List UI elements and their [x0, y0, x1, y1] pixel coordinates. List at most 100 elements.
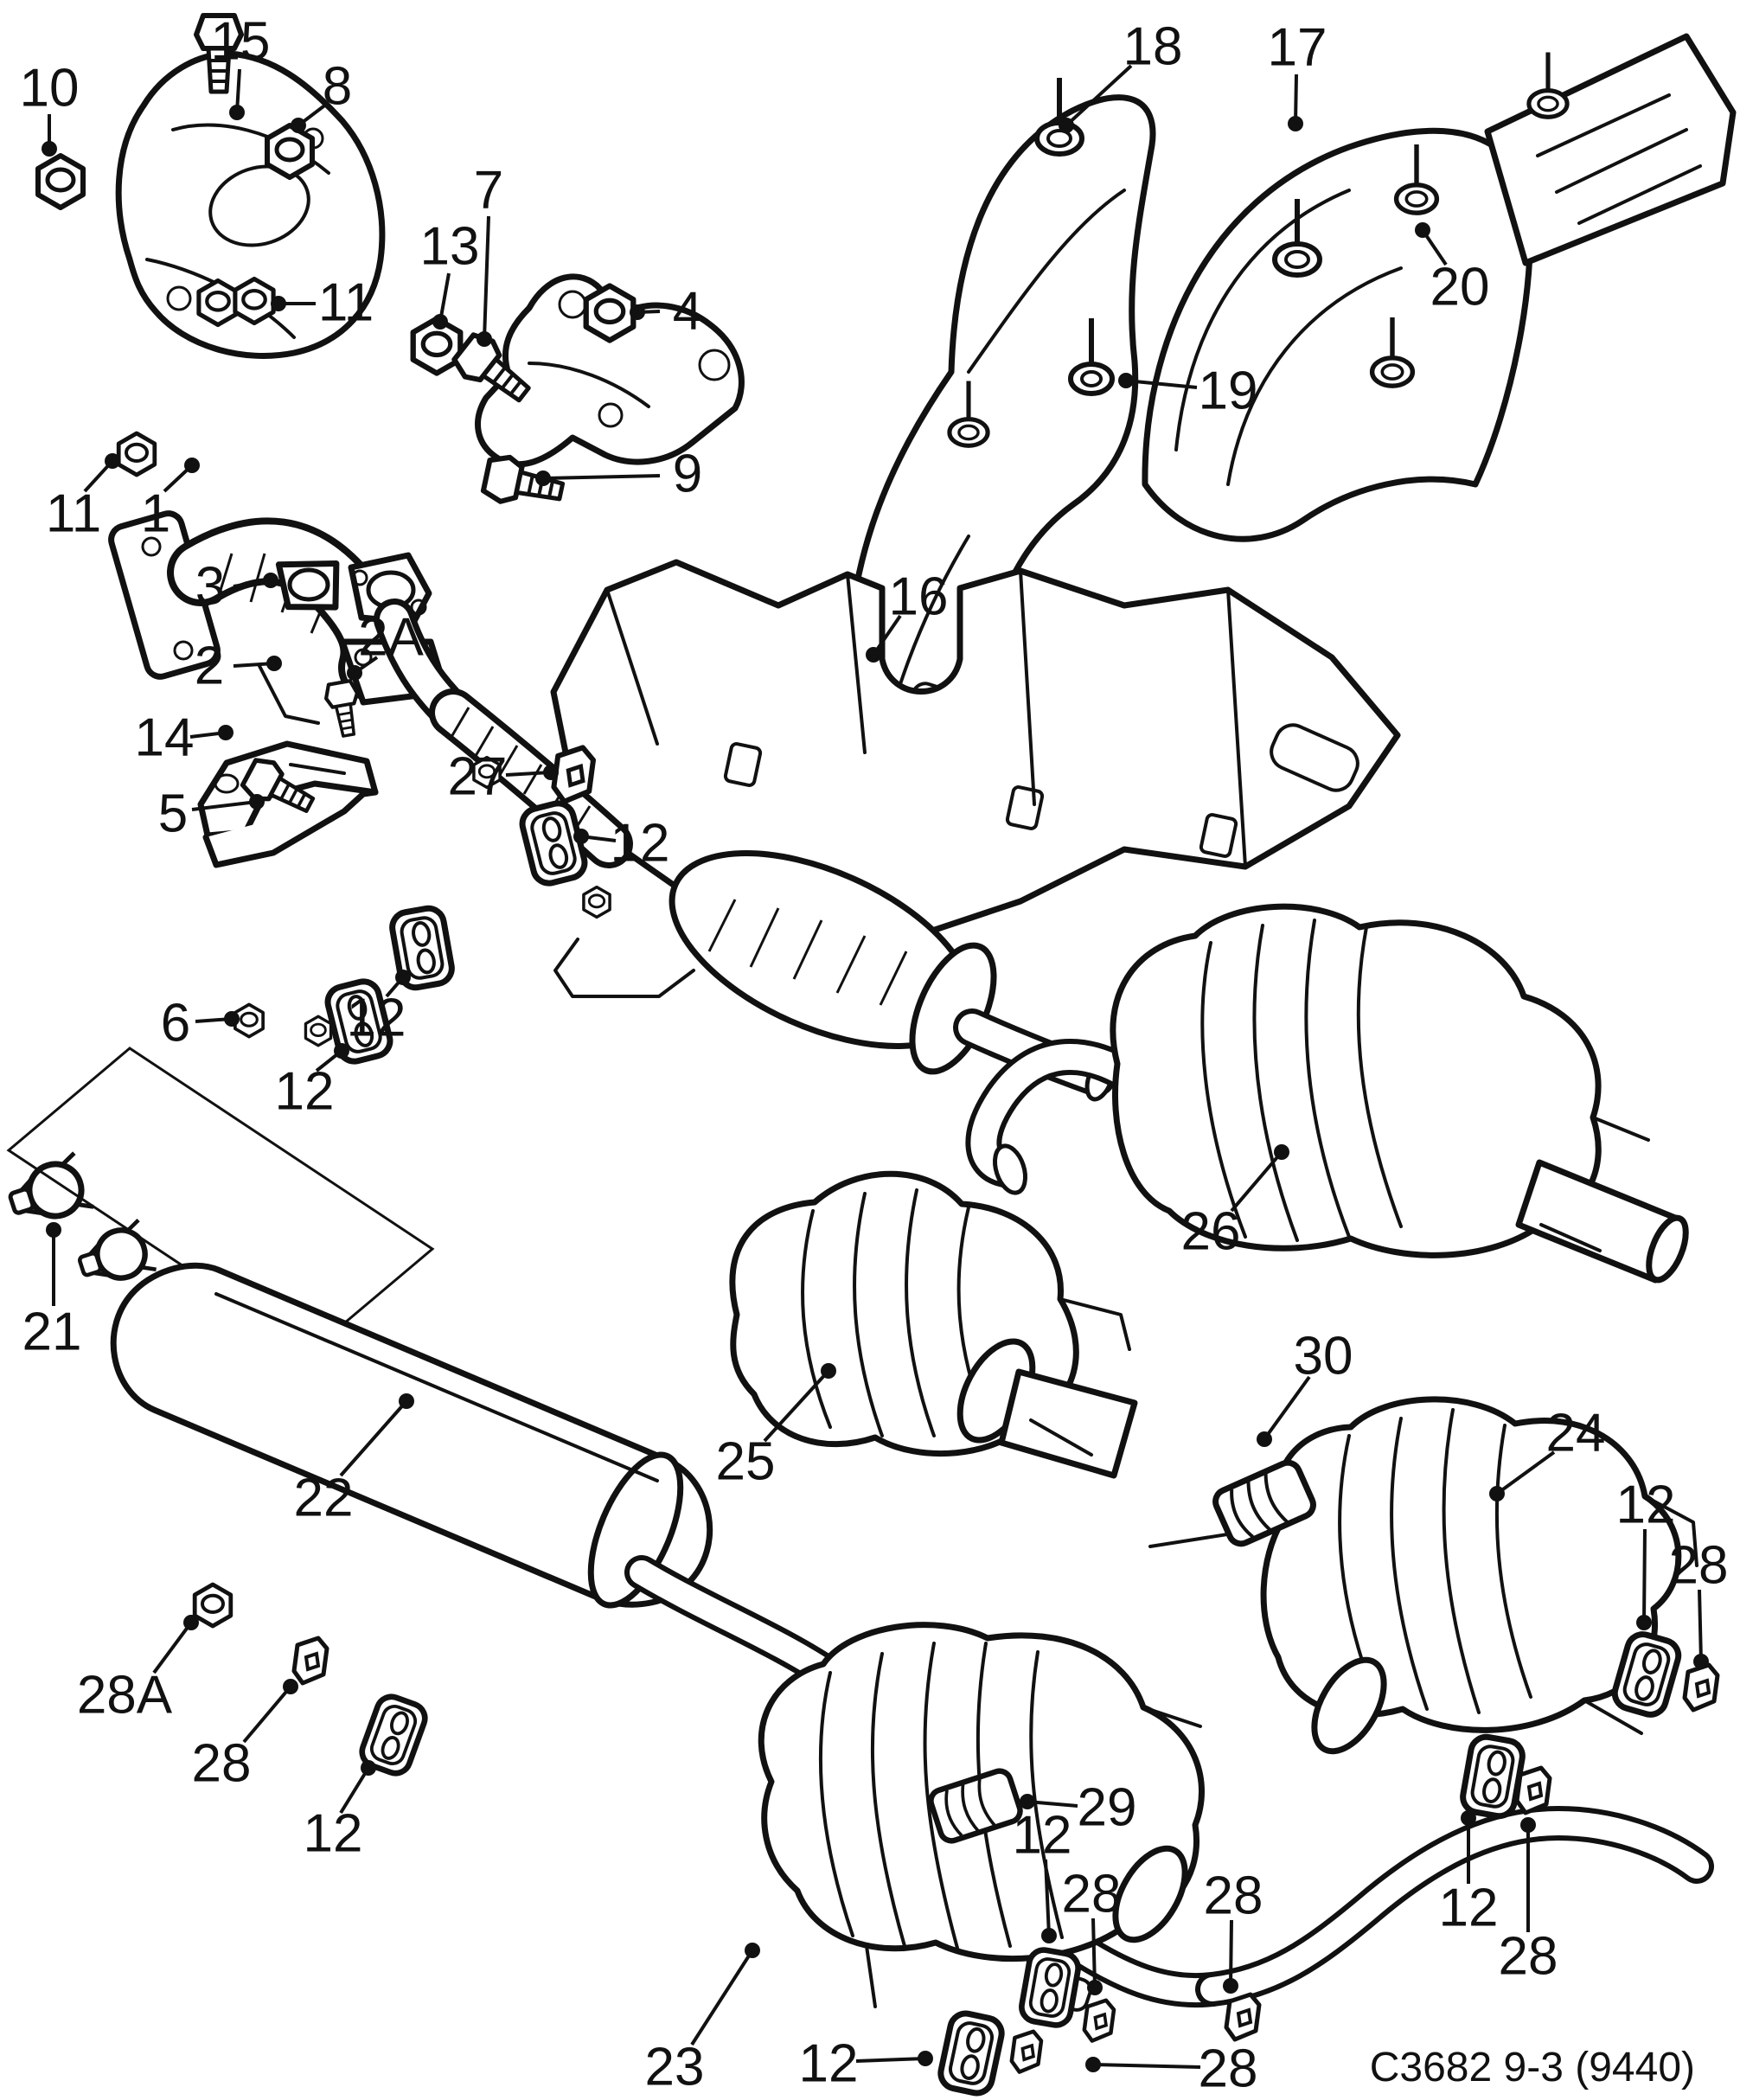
part-number-label: 18 [1123, 17, 1183, 77]
part-number-label: 15 [211, 12, 271, 72]
leader-line [483, 215, 490, 340]
callout-11-5: 11 [271, 273, 374, 333]
leader-dot [283, 1679, 298, 1694]
callout-6-22: 6 [161, 994, 240, 1053]
nut-8 [267, 125, 312, 177]
callout-28-35: 28 [1062, 1865, 1121, 1995]
callout-13-3: 13 [420, 217, 480, 330]
callout-24-30: 24 [1489, 1404, 1606, 1501]
leader-line [855, 2057, 926, 2063]
clip-28 [1517, 1768, 1550, 1813]
part-number-label: 28 [1204, 1866, 1263, 1926]
callout-4-6: 4 [630, 282, 702, 342]
clip-28 [1226, 1994, 1259, 2039]
leader-dot [46, 1222, 61, 1238]
callout-28A-42: 28A [77, 1615, 199, 1725]
part-number-label: 12 [275, 1062, 335, 1122]
part-number-label: 12 [1013, 1806, 1072, 1866]
part-number-label: 9 [673, 445, 702, 504]
leader-dot [821, 1363, 836, 1379]
part-number-label: 12 [611, 814, 670, 874]
leader-dot [1636, 1615, 1652, 1630]
callout-2-16: 2 [195, 637, 282, 696]
callout-28-38: 28 [1499, 1817, 1558, 1987]
leader-dot [266, 656, 282, 671]
part-number-label: 24 [1546, 1404, 1606, 1463]
part-number-label: 28 [192, 1734, 252, 1794]
heat-shield-floor [550, 559, 1401, 939]
clip-27 [553, 747, 593, 801]
part-number-label: 11 [46, 484, 101, 544]
callout-28-41: 28 [1085, 2039, 1257, 2099]
part-number-label: 12 [799, 2034, 859, 2094]
part-number-label: 12 [1616, 1476, 1676, 1535]
nut-small [304, 1015, 333, 1047]
callout-12-37: 12 [1439, 1810, 1499, 1938]
part-number-label: 28 [1199, 2039, 1258, 2099]
leader-dot [1041, 1928, 1057, 1943]
callout-1-14: 1 [141, 458, 200, 544]
callout-11-13: 11 [46, 453, 120, 544]
rear-muffler-24 [1148, 1396, 1698, 1755]
callout-19-11: 19 [1118, 362, 1257, 421]
leader-dot [1693, 1654, 1709, 1669]
part-number-label: 26 [1181, 1202, 1241, 1262]
callout-16-12: 16 [866, 567, 948, 663]
leader-dot [42, 141, 57, 157]
figure-caption: C3682 9-3 (9440) [1370, 2045, 1695, 2090]
part-number-label: 30 [1294, 1327, 1353, 1386]
part-number-label: 6 [161, 994, 190, 1053]
leader-line [763, 1369, 830, 1443]
part-number-label: 14 [135, 708, 195, 768]
part-number-label: 8 [323, 57, 352, 117]
callout-14-20: 14 [135, 708, 233, 768]
callout-20-10: 20 [1415, 222, 1489, 317]
heat-shield-right-rear [1142, 33, 1737, 542]
callout-17-9: 17 [1268, 18, 1327, 131]
leader-dot [1118, 373, 1134, 388]
callout-26-28: 26 [1181, 1144, 1289, 1262]
callout-12-19: 12 [573, 814, 669, 874]
callout-3-15: 3 [195, 557, 278, 617]
leader-dot [543, 765, 559, 780]
callout-10-0: 10 [20, 59, 80, 157]
callout-25-27: 25 [716, 1363, 836, 1492]
part-number-label: 22 [294, 1469, 354, 1528]
callout-30-29: 30 [1257, 1327, 1353, 1447]
leader-dot [1461, 1810, 1476, 1826]
leader-dot [630, 304, 645, 320]
part-number-label: 12 [1439, 1879, 1499, 1938]
part-number-label: 7 [474, 161, 503, 221]
part-number-label: 2 [195, 637, 224, 696]
leader-dot [263, 573, 278, 588]
rear-muffler-26 [965, 903, 1689, 1284]
part-number-label: 11 [318, 273, 374, 333]
leader-line [1230, 1150, 1283, 1213]
leader-line [1092, 2063, 1201, 2069]
clip-28 [1685, 1665, 1718, 1710]
leader-dot [249, 794, 265, 810]
part-number-label: 17 [1268, 18, 1327, 78]
hanger-12 [1461, 1734, 1525, 1818]
part-number-label: 23 [645, 2038, 705, 2097]
callout-23-39: 23 [645, 1943, 760, 2097]
leader-dot [399, 1393, 414, 1409]
part-number-label: 1 [141, 484, 170, 544]
part-number-label: 28A [77, 1666, 173, 1725]
part-number-label: 13 [420, 217, 480, 277]
callout-15-1: 15 [211, 12, 271, 120]
nut-11 [118, 433, 155, 475]
callout-12-31: 12 [1616, 1476, 1676, 1630]
leader-dot [395, 970, 411, 985]
leader-dot [1087, 1980, 1103, 1995]
callout-18-8: 18 [1059, 17, 1183, 133]
part-number-label: 10 [20, 59, 80, 118]
leader-dot [1257, 1431, 1272, 1447]
leader-dot [1274, 1144, 1289, 1160]
part-number-label: 21 [22, 1303, 82, 1362]
part-number-label: 19 [1199, 362, 1258, 421]
part-number-label: 12 [347, 989, 406, 1048]
leader-line [1044, 1859, 1051, 1937]
leader-dot [1288, 116, 1303, 131]
